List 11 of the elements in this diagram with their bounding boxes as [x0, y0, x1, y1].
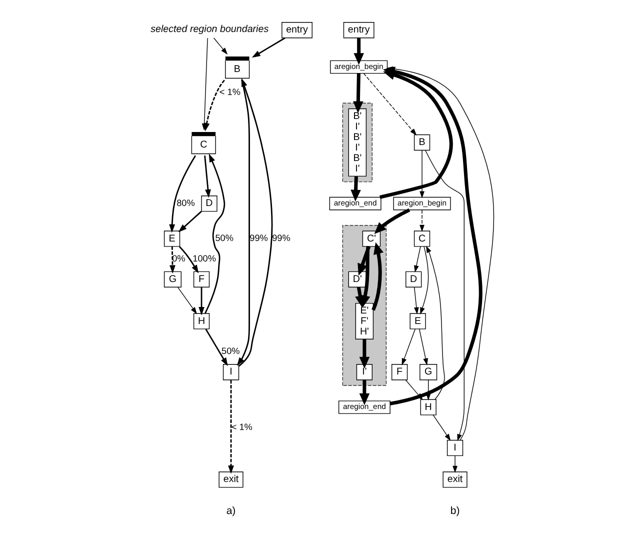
edge-label: < 1% — [219, 87, 240, 98]
label: a) — [226, 504, 236, 517]
edge-label: 80% — [176, 198, 195, 208]
edge-label: 99% — [272, 233, 290, 244]
label: b) — [450, 504, 460, 517]
edge-label: 50% — [222, 346, 240, 356]
edge-label: 100% — [192, 253, 216, 264]
edge-label: 50% — [215, 233, 234, 244]
node-text: selected region boundaries — [150, 24, 269, 36]
edge-label: 99% — [250, 233, 268, 244]
edge-label: < 1% — [231, 422, 252, 432]
